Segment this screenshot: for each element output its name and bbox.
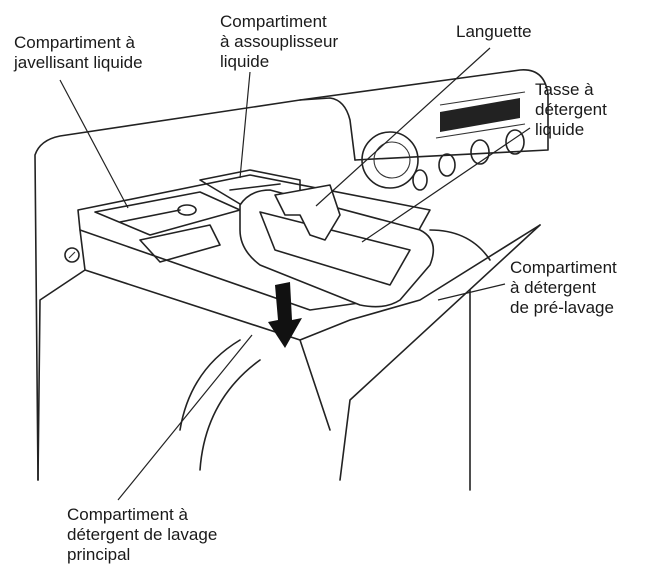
panel-button-icon	[412, 169, 428, 191]
label-line: principal	[67, 545, 131, 564]
drawer-hole-icon	[177, 204, 197, 216]
label-softener-compartment: Compartiment à assouplisseur liquide	[220, 12, 338, 72]
label-prewash-compartment: Compartiment à détergent de pré-lavage	[510, 258, 617, 318]
screw-icon	[64, 247, 80, 263]
drum-door	[179, 229, 491, 471]
leader-line-main-wash	[117, 334, 253, 501]
machine-body	[34, 97, 356, 481]
label-line: à assouplisseur	[220, 32, 339, 51]
label-line: Compartiment à	[67, 505, 188, 524]
machine-front-panel	[339, 224, 541, 491]
label-line: Tasse à	[535, 80, 594, 99]
drawer-body	[37, 224, 541, 481]
leader-line-prewash	[437, 283, 506, 301]
label-line: de pré-lavage	[510, 298, 614, 317]
screw-slot	[68, 251, 76, 259]
control-knob-inner	[373, 141, 411, 179]
control-knob-icon	[361, 131, 419, 189]
leader-line-bleach	[59, 79, 129, 209]
panel-button-icon	[505, 129, 525, 155]
label-line: Compartiment	[220, 12, 327, 31]
label-liquid-detergent-cup: Tasse à détergent liquide	[535, 80, 607, 140]
label-main-wash-compartment: Compartiment à détergent de lavage princ…	[67, 505, 217, 565]
label-line: détergent	[535, 100, 607, 119]
display-panel	[440, 98, 520, 132]
label-line: javellisant liquide	[14, 53, 143, 72]
label-line: à détergent	[510, 278, 597, 297]
leader-line-tab	[315, 47, 491, 207]
down-arrow-icon	[268, 282, 302, 348]
leader-line-softener	[239, 71, 251, 179]
label-line: Languette	[456, 22, 532, 41]
leader-line-liquid-cup	[361, 127, 531, 243]
label-line: Compartiment	[510, 258, 617, 277]
cup-inner-rim	[259, 211, 411, 286]
panel-button-icon	[470, 139, 490, 165]
label-bleach-compartment: Compartiment à javellisant liquide	[14, 33, 143, 73]
label-tab: Languette	[456, 22, 532, 42]
label-line: Compartiment à	[14, 33, 135, 52]
label-line: liquide	[220, 52, 270, 71]
label-line: liquide	[535, 120, 585, 139]
display-frame	[435, 91, 526, 139]
label-line: détergent de lavage	[67, 525, 218, 544]
panel-button-icon	[438, 153, 456, 177]
